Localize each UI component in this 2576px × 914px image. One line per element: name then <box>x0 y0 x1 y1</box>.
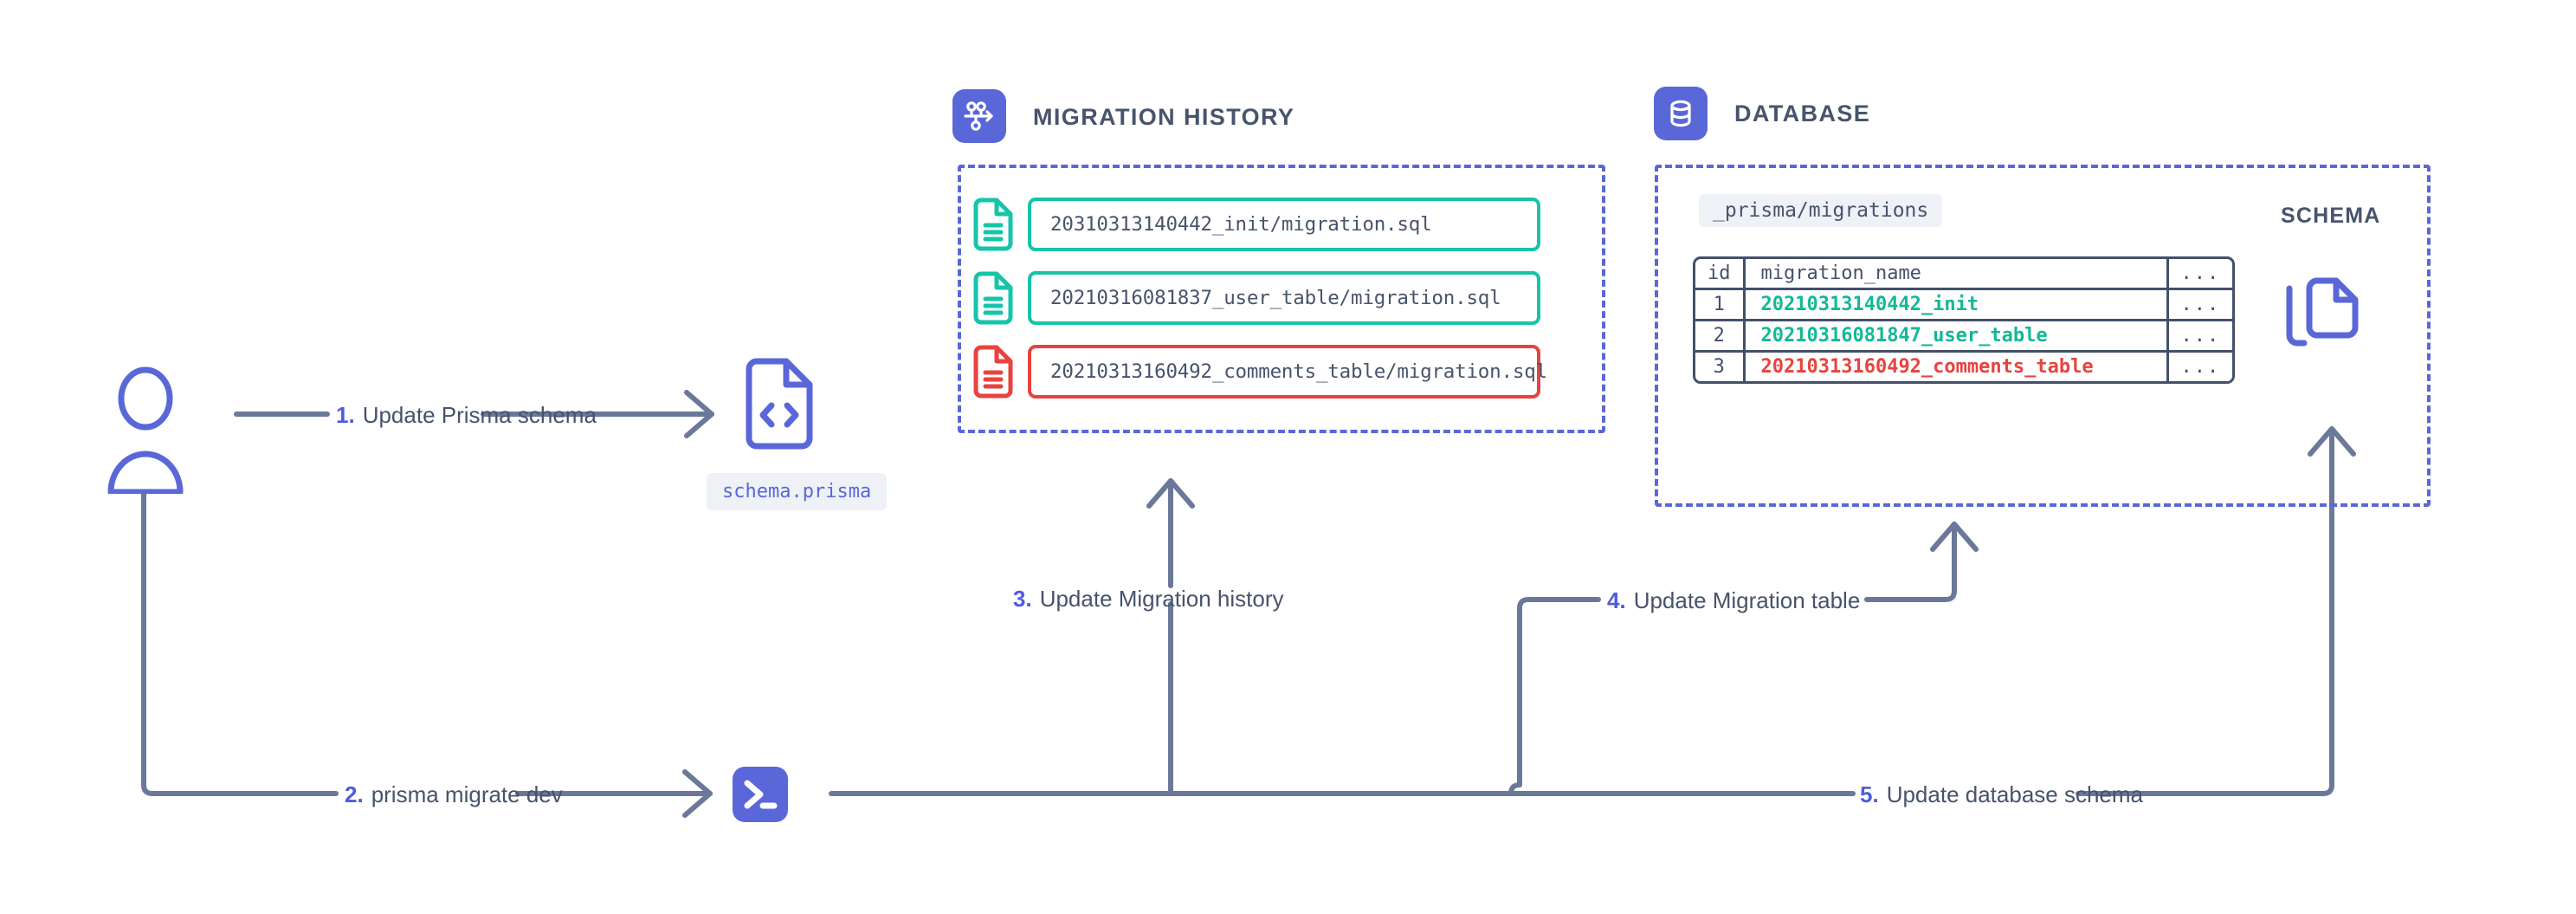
arrow-step3-head <box>1146 478 1195 509</box>
step-3-number: 3. <box>1013 586 1032 612</box>
database-cylinder-icon <box>1654 87 1708 140</box>
step-1-label: 1. Update Prisma schema <box>336 402 597 429</box>
step-4-text: Update Migration table <box>1633 587 1861 613</box>
step-5-number: 5. <box>1860 781 1879 807</box>
file-lines-icon <box>973 271 1013 325</box>
copy-documents-icon <box>2286 277 2359 347</box>
migration-file-pill[interactable]: 20210313160492_comments_table/migration.… <box>1028 345 1547 399</box>
file-lines-icon <box>973 345 1013 399</box>
table-cell-name: 20210316081847_user_table <box>1745 321 2169 353</box>
table-header-more: ... <box>2168 259 2233 290</box>
step-1-number: 1. <box>336 402 355 428</box>
database-title: DATABASE <box>1734 100 1871 126</box>
step-2-label: 2. prisma migrate dev <box>345 781 563 808</box>
step-3-text: Update Migration history <box>1039 586 1284 612</box>
migration-history-region <box>958 165 1605 433</box>
table-row[interactable]: 1 20210313140442_init ... <box>1695 290 2233 321</box>
arrow-step4-left-elbow <box>1508 597 1601 796</box>
table-cell-more: ... <box>2168 290 2233 321</box>
table-cell-id: 1 <box>1695 290 1746 321</box>
step-2-number: 2. <box>345 781 364 807</box>
table-header-row: id migration_name ... <box>1695 259 2233 290</box>
table-header-migration-name: migration_name <box>1745 259 2169 290</box>
user-avatar-icon <box>107 366 184 494</box>
arrow-user-to-bottom-rail <box>141 489 339 796</box>
migration-branch-glyph <box>964 101 993 131</box>
migration-file-pill[interactable]: 20210316081837_user_table/migration.sql <box>1028 271 1540 325</box>
migration-file-name: 20310313140442_init/migration.sql <box>1050 213 1432 236</box>
table-cell-more: ... <box>2168 321 2233 353</box>
table-header-id: id <box>1695 259 1746 290</box>
terminal-glyph <box>744 780 778 809</box>
migrations-table: id migration_name ... 1 20210313140442_i… <box>1693 256 2236 384</box>
arrow-step4-right-elbow <box>1864 522 1957 602</box>
bottom-rail-right-up <box>2076 426 2334 796</box>
database-glyph <box>1670 100 1691 127</box>
migration-file-row[interactable]: 20210316081837_user_table/migration.sql <box>973 271 1540 325</box>
arrow-step4-head <box>1930 522 1979 552</box>
step-4-label: 4. Update Migration table <box>1607 587 1860 614</box>
table-cell-id: 2 <box>1695 321 1746 353</box>
migration-file-pill[interactable]: 20310313140442_init/migration.sql <box>1028 198 1540 251</box>
table-row[interactable]: 2 20210316081847_user_table ... <box>1695 321 2233 353</box>
schema-prisma-label: schema.prisma <box>722 481 872 502</box>
table-cell-name: 20210313140442_init <box>1745 290 2169 321</box>
schema-prisma-chip: schema.prisma <box>707 473 888 510</box>
database-region <box>1655 165 2431 507</box>
migration-file-name: 20210316081837_user_table/migration.sql <box>1050 287 1501 309</box>
migration-history-title: MIGRATION HISTORY <box>1033 104 1295 130</box>
file-lines-icon <box>973 198 1013 251</box>
step-1-text: Update Prisma schema <box>362 402 597 428</box>
migration-file-name: 20210313160492_comments_table/migration.… <box>1050 360 1547 383</box>
arrow-step1-head <box>684 390 714 438</box>
table-cell-id: 3 <box>1695 353 1746 381</box>
step-3-label: 3. Update Migration history <box>1013 586 1284 613</box>
arrow-step2-head <box>682 769 713 818</box>
prisma-migrations-label: _prisma/migrations <box>1713 199 1929 222</box>
migration-branch-icon <box>952 89 1006 143</box>
schema-title: SCHEMA <box>2281 204 2381 228</box>
step-5-text: Update database schema <box>1886 781 2143 807</box>
table-cell-more: ... <box>2180 356 2221 378</box>
table-row[interactable]: 3 20210313160492_comments_table ... <box>1695 353 2232 381</box>
migration-file-row[interactable]: 20210313160492_comments_table/migration.… <box>973 345 1547 399</box>
arrow-step5-head <box>2308 426 2356 457</box>
prisma-migrations-chip: _prisma/migrations <box>1699 194 1943 227</box>
table-cell-name: 20210313160492_comments_table <box>1746 353 2169 381</box>
file-code-icon <box>746 358 813 450</box>
step-2-text: prisma migrate dev <box>371 781 563 807</box>
step-5-label: 5. Update database schema <box>1860 781 2143 808</box>
terminal-prompt-icon[interactable] <box>733 767 788 822</box>
step-4-number: 4. <box>1607 587 1626 613</box>
migration-file-row[interactable]: 20310313140442_init/migration.sql <box>973 198 1540 251</box>
